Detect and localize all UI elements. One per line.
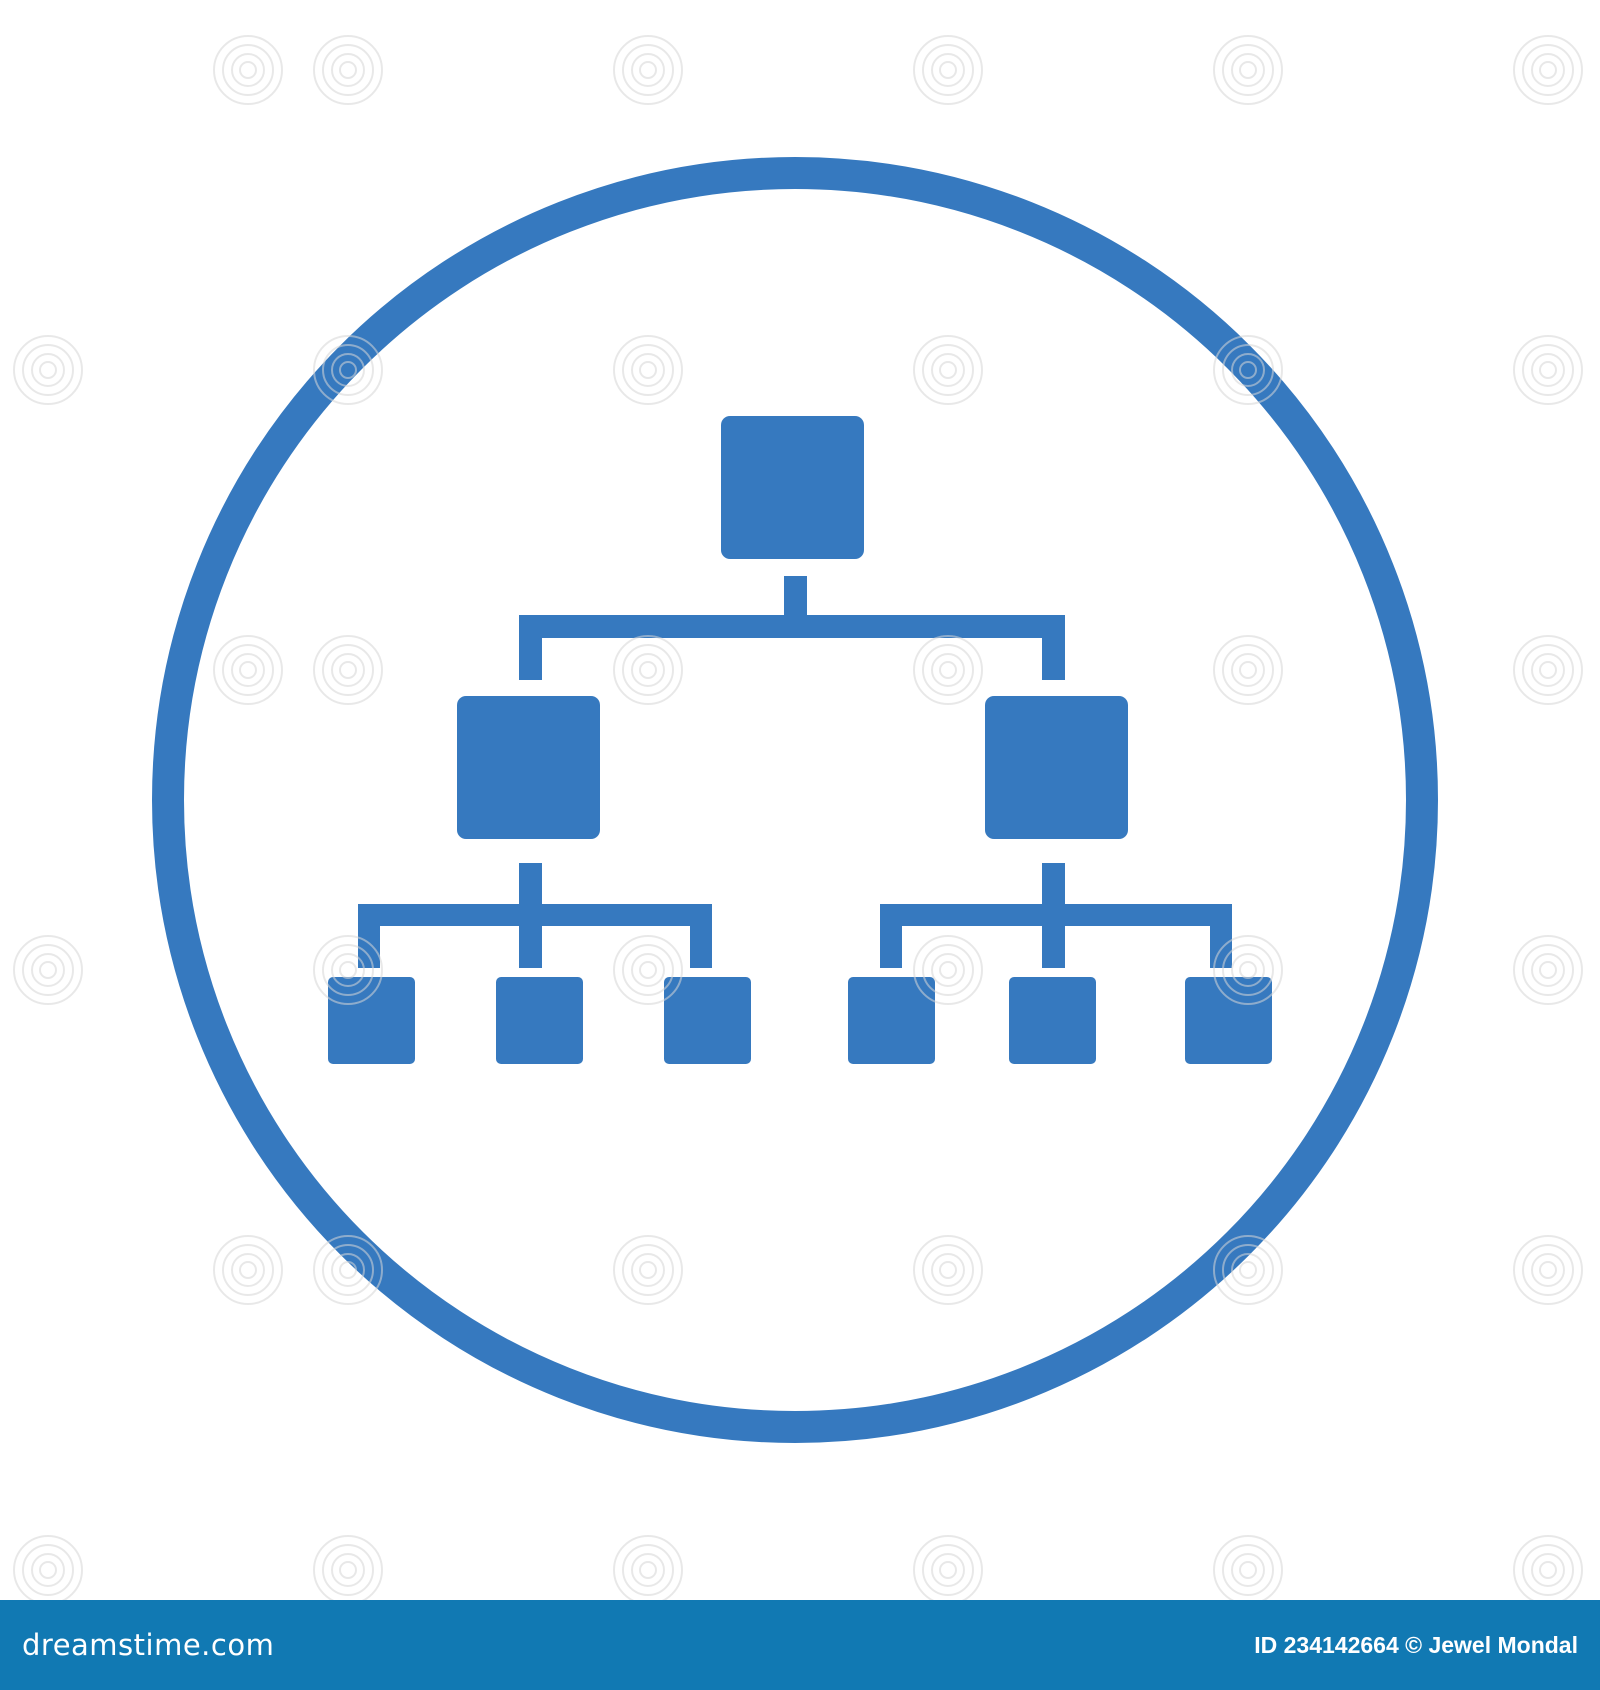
level-2-node-box-right: [985, 696, 1128, 839]
connector-lines-level-1: [519, 576, 1065, 680]
image-credit-text: ID 234142664 © Jewel Mondal: [1254, 1631, 1578, 1658]
leaf-node-box: [1185, 977, 1272, 1064]
leaf-node-box: [664, 977, 751, 1064]
level-2-node-box-left: [457, 696, 600, 839]
root-node-box: [721, 416, 864, 559]
outer-ring-circle: [152, 157, 1438, 1443]
hierarchy-icon: [152, 157, 1438, 1443]
footer-bar: dreamstime.com ID 234142664 © Jewel Mond…: [0, 1600, 1600, 1690]
leaf-node-box: [496, 977, 583, 1064]
connector-lines-left-branch: [358, 863, 712, 968]
leaf-node-box: [1009, 977, 1096, 1064]
leaf-node-box: [848, 977, 935, 1064]
footer-logo-text[interactable]: dreamstime.com: [22, 1628, 275, 1662]
hierarchy-icon-svg: [152, 157, 1438, 1443]
connector-lines-right-branch: [880, 863, 1232, 968]
leaf-node-box: [328, 977, 415, 1064]
